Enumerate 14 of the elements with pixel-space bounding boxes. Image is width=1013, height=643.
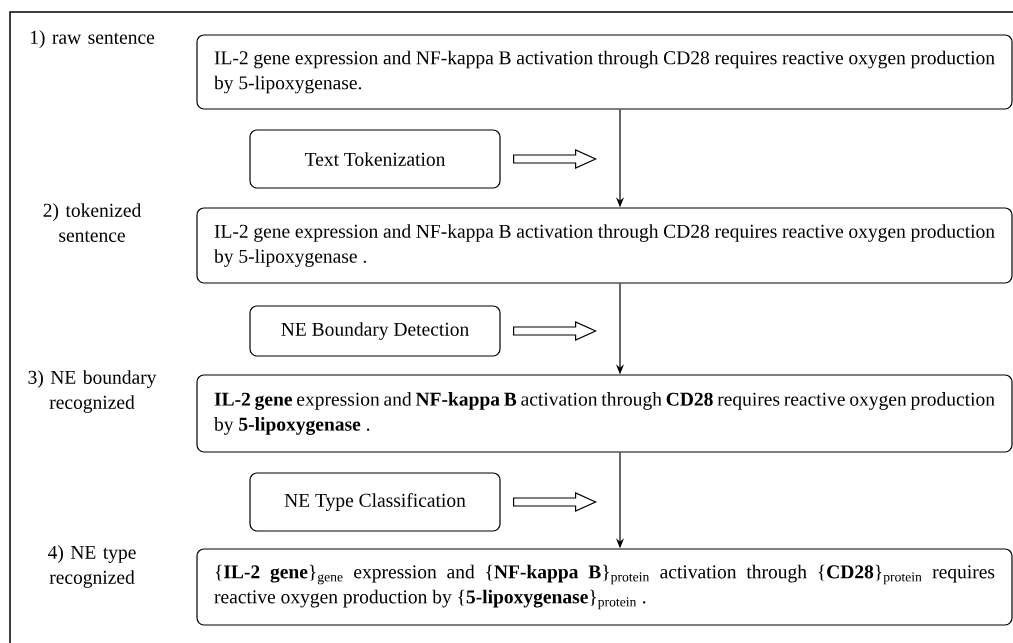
block-arrow	[513, 149, 598, 169]
step-label: 3) NE boundary recognized	[28, 370, 157, 413]
step-label: 2) tokenized sentence	[43, 203, 142, 242]
sentence-box: IL-2 gene expression and NF-kappa B activation through CD28 requires reactive oxygen production by 5-lipoxygenase .	[196, 374, 1013, 453]
step-box: NE Boundary Detection	[249, 305, 501, 357]
block-arrow	[513, 492, 598, 512]
sentence-box: IL-2 gene expression and NF-kappa B activation through CD28 requires reactive oxygen production by 5-lipoxygenase.	[196, 34, 1013, 110]
sentence-box: {IL-2 gene}$_{gene}$ expression and {NF-kappa B}$_{protein}$ activation through {CD28}$_{protein}$ requires reactive oxygen production by {5-lipoxygenase}$_{protein}$ .	[196, 548, 1013, 626]
step-label: 1) raw sentence	[30, 30, 155, 48]
sentence-box: IL-2 gene expression and NF-kappa B activation through CD28 requires reactive oxygen production by 5-lipoxygenase .	[196, 207, 1013, 284]
block-arrow	[513, 321, 598, 341]
step-box: Text Tokenization	[249, 129, 501, 189]
step-box: NE Type Classification	[249, 472, 501, 532]
step-label: 4) NE type recognized	[48, 545, 136, 588]
